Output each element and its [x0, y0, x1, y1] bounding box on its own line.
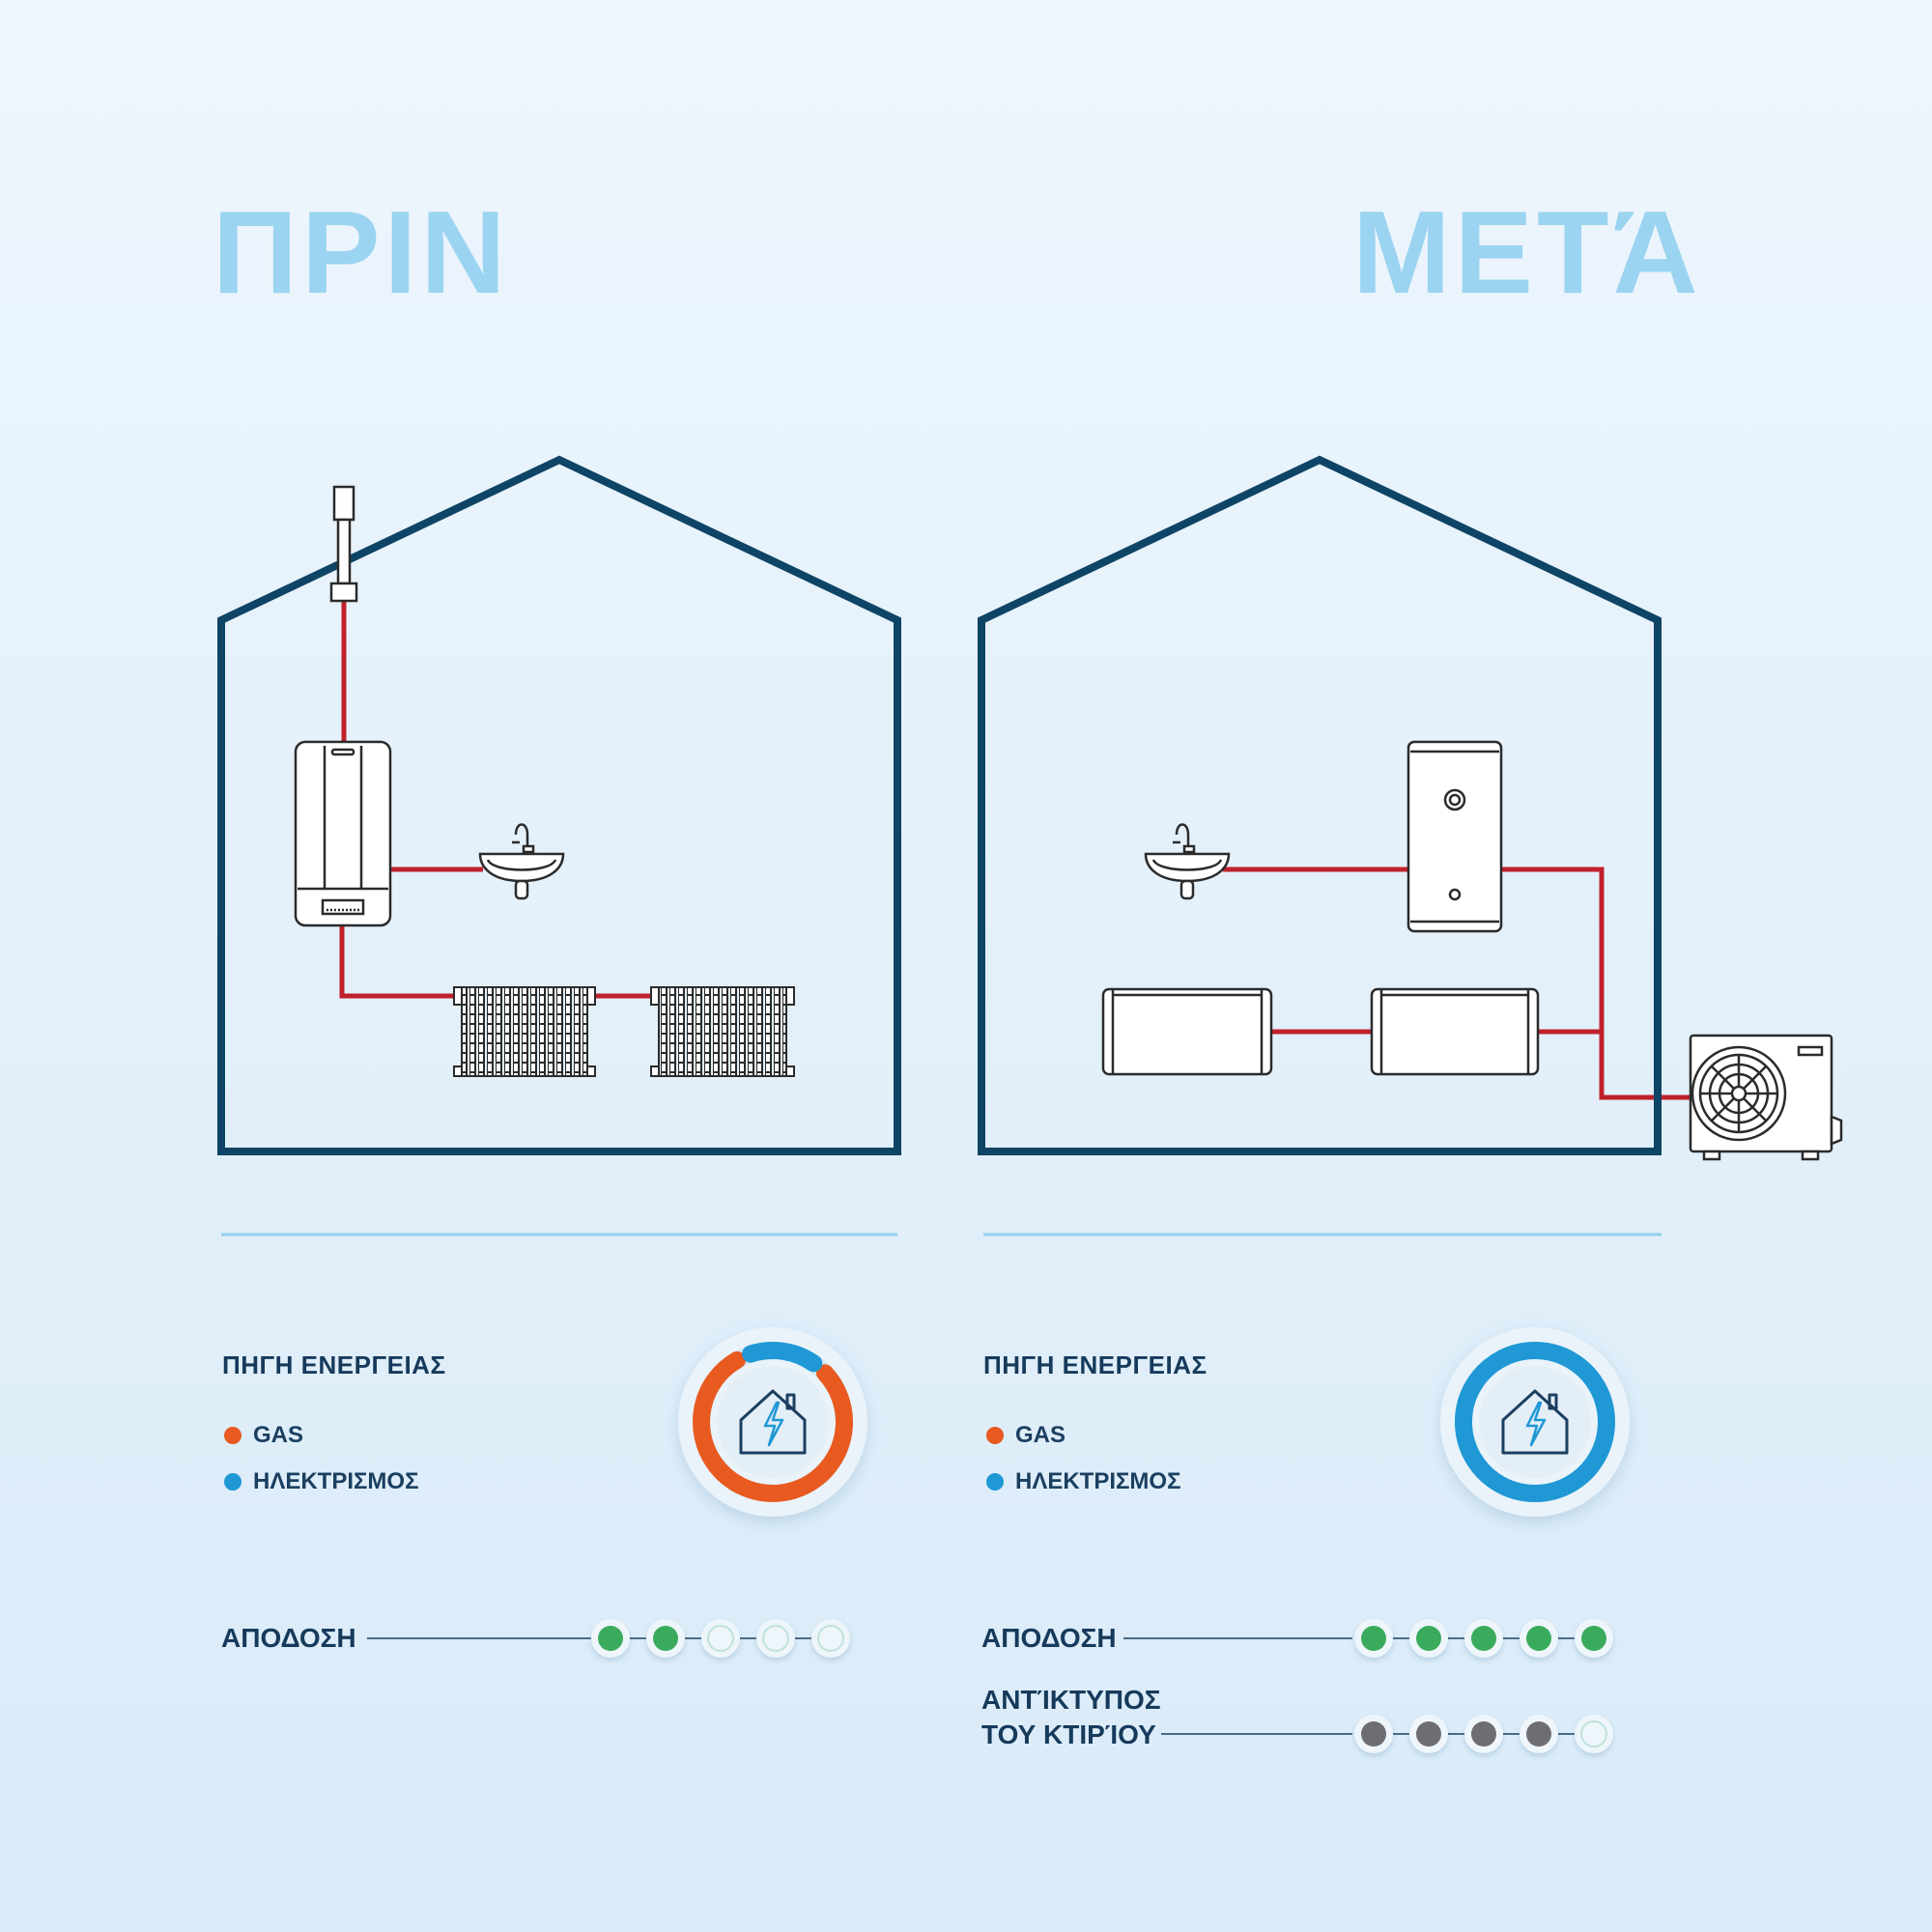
- efficiency-rating-after: [1354, 1619, 1613, 1658]
- house-outline-before: [217, 455, 901, 1155]
- house-after: [978, 455, 1843, 1161]
- legend-electric-before: ΗΛΕΚΤΡΙΣΜΟΣ: [224, 1468, 418, 1495]
- title-before: ΠΡΙΝ: [213, 186, 510, 318]
- sink-icon-after: [1144, 823, 1231, 900]
- legend-gas-label: GAS: [253, 1422, 304, 1448]
- donut-gas-arc: [693, 1350, 853, 1502]
- donut-electric-arc: [742, 1342, 823, 1373]
- legend-electric-after: ΗΛΕΚΤΡΙΣΜΟΣ: [986, 1468, 1180, 1495]
- energy-heading-after: ΠΗΓΗ ΕΝΕΡΓΕΙΑΣ: [983, 1350, 1208, 1379]
- rating-dot-filled: [1416, 1626, 1441, 1651]
- legend-gas-label: GAS: [1015, 1422, 1066, 1448]
- legend-electric-label: ΗΛΕΚΤΡΙΣΜΟΣ: [253, 1468, 419, 1494]
- impact-rating-after: [1354, 1715, 1613, 1753]
- water-cylinder-icon: [1406, 740, 1503, 933]
- rating-dot-filled: [1471, 1626, 1496, 1651]
- title-after: ΜΕΤΆ: [1352, 186, 1702, 318]
- radiator-icon-1: [453, 986, 596, 1077]
- rating-dot-filled: [1581, 1626, 1606, 1651]
- electric-dot: [224, 1473, 242, 1491]
- flue-icon: [329, 485, 358, 603]
- rating-dot-empty: [762, 1625, 789, 1652]
- impact-label-line1: ΑΝΤΊΚΤΥΠΟΣ: [981, 1685, 1161, 1715]
- efficiency-label-before: ΑΠΟΔΟΣΗ: [221, 1623, 356, 1653]
- heat-pump-icon: [1689, 1034, 1843, 1161]
- gas-dot: [986, 1427, 1004, 1444]
- energy-donut-after: [1440, 1327, 1630, 1517]
- house-lightning-icon: [1501, 1389, 1569, 1455]
- gas-boiler-icon: [294, 740, 392, 927]
- energy-heading-before: ΠΗΓΗ ΕΝΕΡΓΕΙΑΣ: [222, 1350, 446, 1379]
- sink-icon-before: [478, 823, 565, 900]
- legend-gas-before: GAS: [224, 1422, 303, 1449]
- impact-label-line2: ΤΟΥ ΚΤΙΡΊΟΥ: [981, 1719, 1156, 1749]
- radiator-icon-2: [650, 986, 795, 1077]
- rating-dot-filled: [1471, 1721, 1496, 1747]
- rating-dot-filled: [598, 1626, 623, 1651]
- rating-dot-filled: [1526, 1626, 1551, 1651]
- legend-electric-label: ΗΛΕΚΤΡΙΣΜΟΣ: [1015, 1468, 1181, 1494]
- pipes-before: [339, 599, 651, 999]
- fan-coil-icon-2: [1370, 987, 1540, 1076]
- house-before: [217, 455, 901, 1155]
- rating-dot-filled: [1526, 1721, 1551, 1747]
- energy-donut-before: [678, 1327, 867, 1517]
- house-lightning-icon: [739, 1389, 807, 1455]
- rating-dot-filled: [1361, 1626, 1386, 1651]
- rating-dot-filled: [1416, 1721, 1441, 1747]
- gas-dot: [224, 1427, 242, 1444]
- efficiency-label-after: ΑΠΟΔΟΣΗ: [981, 1623, 1117, 1653]
- rating-dot-empty: [1580, 1720, 1607, 1747]
- rating-dot-filled: [1361, 1721, 1386, 1747]
- pipes-after: [1223, 867, 1690, 1100]
- fan-coil-icon-1: [1101, 987, 1273, 1076]
- rating-dot-empty: [817, 1625, 844, 1652]
- legend-gas-after: GAS: [986, 1422, 1065, 1449]
- rating-dot-filled: [653, 1626, 678, 1651]
- impact-label-after: ΑΝΤΊΚΤΥΠΟΣ ΤΟΥ ΚΤΙΡΊΟΥ: [981, 1683, 1161, 1752]
- house-outline-after: [978, 455, 1662, 1155]
- electric-dot: [986, 1473, 1004, 1491]
- rating-dot-empty: [707, 1625, 734, 1652]
- efficiency-rating-before: [591, 1619, 850, 1658]
- donut-electric-arc: [1455, 1342, 1615, 1502]
